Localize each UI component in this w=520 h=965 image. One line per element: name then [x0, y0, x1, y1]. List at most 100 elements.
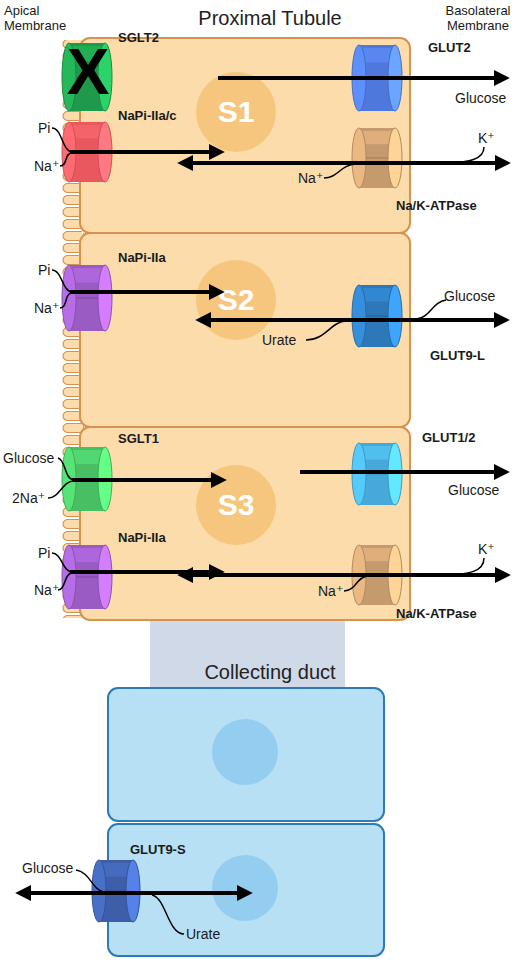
transporter-end-cap — [62, 447, 76, 511]
flux-arrow — [70, 290, 220, 294]
transporter-end-cap — [352, 128, 366, 188]
transporter-end-cap — [352, 443, 366, 505]
substrate-join-curve — [52, 270, 72, 292]
epithelial-cell: S3 SGLT1GLUT1/2NaPi-IIaNa/K-ATPase — [80, 427, 410, 620]
substrate-label: Glucose — [448, 482, 510, 498]
substrate-join-curve — [60, 153, 72, 166]
transporter-protein: GLUT9-L — [352, 285, 402, 347]
substrate-join-curve — [58, 573, 72, 590]
epithelial-cell: S2 NaPi-IIaGLUT9-L — [80, 233, 410, 427]
transporter-label: Na/K-ATPase — [396, 606, 496, 621]
transporter-end-cap — [62, 265, 76, 331]
transporter-end-cap — [98, 43, 112, 111]
ion-label: 2Na⁺ — [12, 490, 52, 506]
flux-arrow — [70, 150, 220, 154]
ion-label: Na⁺ — [298, 170, 328, 186]
transporter-protein: SGLT2 — [62, 43, 112, 111]
tubule-cell-body — [80, 427, 410, 620]
cell-nucleus — [196, 465, 276, 545]
transporter-label: GLUT9-S — [130, 842, 230, 857]
substrate-label: Glucose — [22, 860, 82, 876]
substrate-join-curve — [344, 576, 368, 591]
ion-label: Pi — [38, 120, 58, 136]
duct-cell-body — [108, 824, 384, 956]
substrate-label: Urate — [186, 926, 236, 942]
tubule-cell-body — [80, 233, 410, 427]
substrate-join-curve — [306, 321, 346, 340]
transporter-label: NaPi-IIa/c — [118, 108, 218, 123]
transporter-shape — [62, 447, 112, 511]
segment-label: S3 — [196, 485, 276, 525]
cell-nucleus — [196, 72, 276, 152]
ion-label: Pi — [38, 545, 58, 561]
duct-cell-body — [108, 688, 384, 821]
ion-label: Na⁺ — [34, 300, 64, 316]
exchange-arrow — [200, 318, 505, 322]
transporter-label: GLUT9-L — [430, 348, 520, 363]
transporter-shape — [62, 545, 112, 609]
tubule-region-group: Collecting ductGLUT9-S — [108, 620, 384, 956]
substrate-join-curve — [416, 300, 446, 319]
epithelial-cell: S1SGLT2GLUT2NaPi-IIa/cNa/K-ATPase — [80, 38, 410, 233]
substrate-join-curve — [448, 558, 484, 575]
transporter-end-cap — [62, 43, 76, 111]
transporter-end-cap — [352, 545, 366, 605]
transporter-protein: GLUT2 — [352, 45, 402, 111]
transporter-end-cap — [98, 265, 112, 331]
transporter-shape — [92, 860, 140, 922]
membrane-label: Apical Membrane — [4, 3, 70, 33]
transporter-protein: NaPi-IIa/c — [62, 122, 112, 182]
transporter-protein: Na/K-ATPase — [352, 128, 402, 188]
substrate-label: Glucose — [444, 288, 506, 304]
transporter-shape — [62, 265, 112, 331]
flux-arrow — [72, 478, 222, 482]
transporter-shape — [352, 443, 402, 505]
ion-label: K⁺ — [478, 130, 508, 146]
flux-arrow — [70, 570, 220, 574]
transporter-protein: NaPi-IIa — [62, 545, 112, 609]
transporter-end-cap — [62, 122, 76, 182]
flux-arrow — [218, 76, 505, 80]
transporter-end-cap — [352, 285, 366, 347]
exchange-arrow — [182, 573, 506, 577]
substrate-join-curve — [58, 458, 74, 480]
transporter-end-cap — [98, 545, 112, 609]
ion-label: Pi — [38, 262, 58, 278]
transporter-end-cap — [98, 447, 112, 511]
substrate-join-curve — [60, 293, 72, 308]
segment-label: S1 — [196, 92, 276, 132]
transporter-label: GLUT1/2 — [422, 430, 520, 445]
transporter-protein: Na/K-ATPase — [352, 545, 402, 605]
transporter-protein: SGLT1 — [62, 447, 112, 511]
transporter-end-cap — [388, 285, 402, 347]
cell-nucleus — [196, 260, 276, 340]
transporter-label: NaPi-IIa — [118, 530, 218, 545]
tubule-region-group: Proximal TubuleS1SGLT2GLUT2NaPi-IIa/cNa/… — [62, 5, 412, 620]
transporter-label: GLUT2 — [428, 40, 520, 55]
transporter-shape — [62, 122, 112, 182]
transporter-label: Na/K-ATPase — [396, 198, 496, 213]
tubule-cell-body — [80, 38, 410, 233]
exchange-arrow — [182, 161, 506, 165]
transporter-end-cap — [388, 128, 402, 188]
segment-label: S2 — [196, 280, 276, 320]
membrane-label: Basolateral Membrane — [438, 3, 518, 33]
transporter-label: SGLT2 — [118, 30, 218, 45]
transporter-shape — [62, 43, 112, 111]
substrate-join-curve — [448, 147, 484, 163]
substrate-join-curve — [52, 128, 72, 152]
ion-label: K⁺ — [478, 541, 508, 557]
transporter-end-cap — [352, 45, 366, 111]
transporter-label: SGLT1 — [118, 431, 218, 446]
transporter-end-cap — [98, 122, 112, 182]
transporter-end-cap — [126, 860, 140, 922]
transporter-end-cap — [388, 545, 402, 605]
transporter-end-cap — [92, 860, 106, 922]
transporter-protein: GLUT1/2 — [352, 443, 402, 505]
transporter-shape — [352, 128, 402, 188]
region-heading: Proximal Tubule — [170, 6, 370, 30]
transporter-label: NaPi-IIa — [118, 250, 218, 265]
substrate-join-curve — [48, 481, 74, 498]
